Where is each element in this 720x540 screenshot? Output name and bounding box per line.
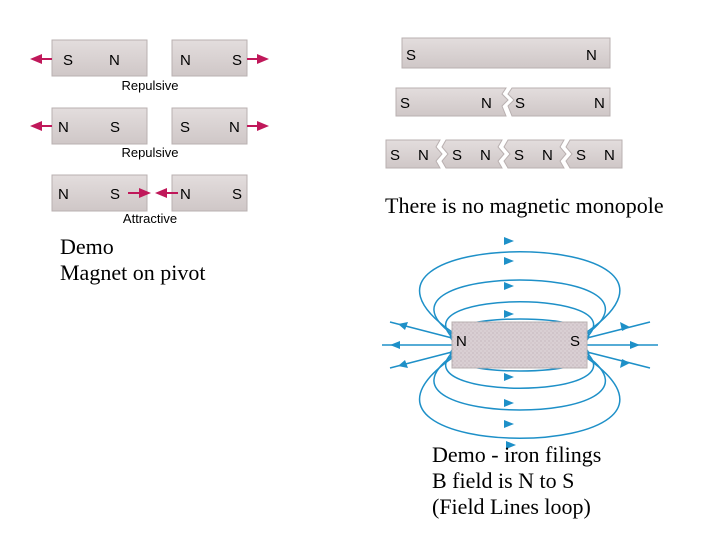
north-pole-label: N bbox=[456, 333, 467, 350]
pole-label: N bbox=[58, 186, 69, 203]
field-line bbox=[444, 301, 595, 338]
attractive-pair: N S N S Attractive bbox=[51, 174, 248, 226]
pole-label: S bbox=[232, 52, 242, 69]
pole-label: S bbox=[576, 147, 586, 164]
arrow-left-icon bbox=[30, 54, 52, 64]
bar-fragment bbox=[503, 139, 567, 169]
bar-magnet bbox=[171, 174, 248, 212]
pole-label: S bbox=[232, 186, 242, 203]
bar-fragment bbox=[507, 87, 611, 117]
arrow-left-icon bbox=[155, 188, 178, 198]
pole-label: S bbox=[110, 186, 120, 203]
field-arrows bbox=[390, 237, 640, 449]
demo-left-text: Demo Magnet on pivot bbox=[60, 234, 205, 286]
field-arrow-icon bbox=[506, 441, 516, 449]
pole-label: S bbox=[400, 95, 410, 112]
field-arrow-icon bbox=[504, 282, 514, 290]
repulsive-pair-2: N S S N Repulsive bbox=[30, 107, 269, 160]
field-arrow-icon bbox=[390, 341, 400, 349]
pole-label: N bbox=[109, 52, 120, 69]
bar-fragment bbox=[395, 87, 509, 117]
field-line bbox=[419, 357, 621, 439]
field-arrow-icon bbox=[620, 359, 630, 368]
field-arrow-icon bbox=[504, 310, 514, 318]
field-line bbox=[586, 321, 651, 339]
demo-left-line1: Demo bbox=[60, 234, 114, 259]
pole-label: S bbox=[390, 147, 400, 164]
bar-magnet bbox=[51, 107, 148, 145]
pole-label: S bbox=[515, 95, 525, 112]
field-arrow-icon bbox=[504, 237, 514, 245]
pole-label: N bbox=[180, 52, 191, 69]
field-arrow-icon bbox=[630, 341, 640, 349]
pole-label: N bbox=[180, 186, 191, 203]
demo-left-line2: Magnet on pivot bbox=[60, 260, 206, 285]
field-arrow-icon bbox=[398, 360, 408, 368]
bar-magnet bbox=[451, 321, 588, 369]
pole-label: S bbox=[63, 52, 73, 69]
field-arrow-icon bbox=[620, 322, 630, 331]
demo-right-line1: Demo - iron filings bbox=[432, 442, 602, 467]
pole-label: N bbox=[604, 147, 615, 164]
pole-label: N bbox=[229, 119, 240, 136]
field-line bbox=[586, 351, 651, 369]
pole-label: N bbox=[542, 147, 553, 164]
pole-label: N bbox=[481, 95, 492, 112]
arrow-right-icon bbox=[247, 54, 269, 64]
pole-label: S bbox=[514, 147, 524, 164]
bar-magnet bbox=[401, 37, 611, 69]
bar-magnet bbox=[171, 107, 248, 145]
south-pole-label: S bbox=[570, 333, 580, 350]
pole-label: N bbox=[480, 147, 491, 164]
demo-right-line3: (Field Lines loop) bbox=[432, 494, 591, 519]
pole-label: S bbox=[452, 147, 462, 164]
field-arrow-icon bbox=[504, 373, 514, 381]
pair-caption: Repulsive bbox=[121, 145, 178, 160]
pole-label: S bbox=[406, 47, 416, 64]
broken-more-magnets: S N S N S N S N bbox=[385, 139, 623, 169]
whole-bar-magnet: S N bbox=[401, 37, 611, 69]
arrow-right-icon bbox=[247, 121, 269, 131]
demo-right-text: Demo - iron filings B field is N to S (F… bbox=[432, 442, 601, 520]
arrow-right-icon bbox=[128, 188, 151, 198]
broken-once-magnets: S N S N bbox=[395, 87, 611, 117]
field-arrow-icon bbox=[504, 420, 514, 428]
pole-label: S bbox=[180, 119, 190, 136]
arrow-left-icon bbox=[30, 121, 52, 131]
pole-label: N bbox=[418, 147, 429, 164]
field-arrow-icon bbox=[504, 399, 514, 407]
pole-label: N bbox=[586, 47, 597, 64]
pole-label: S bbox=[110, 119, 120, 136]
demo-right-line2: B field is N to S bbox=[432, 468, 575, 493]
field-bar-magnet: N S bbox=[451, 321, 588, 369]
pole-label: N bbox=[594, 95, 605, 112]
pair-caption: Attractive bbox=[123, 211, 177, 226]
field-arrow-icon bbox=[504, 257, 514, 265]
pair-caption: Repulsive bbox=[121, 78, 178, 93]
field-line bbox=[444, 352, 595, 389]
field-arrow-icon bbox=[398, 322, 408, 330]
monopole-caption: There is no magnetic monopole bbox=[385, 193, 664, 218]
bar-magnet bbox=[51, 39, 148, 77]
repulsive-pair-1: S N N S Repulsive bbox=[30, 39, 269, 93]
bar-magnet bbox=[171, 39, 248, 77]
field-line bbox=[419, 251, 621, 333]
pole-label: N bbox=[58, 119, 69, 136]
field-line bbox=[433, 355, 607, 411]
bar-fragment bbox=[441, 139, 505, 169]
bar-fragment bbox=[565, 139, 623, 169]
bar-fragment bbox=[385, 139, 443, 169]
field-line bbox=[433, 279, 607, 335]
